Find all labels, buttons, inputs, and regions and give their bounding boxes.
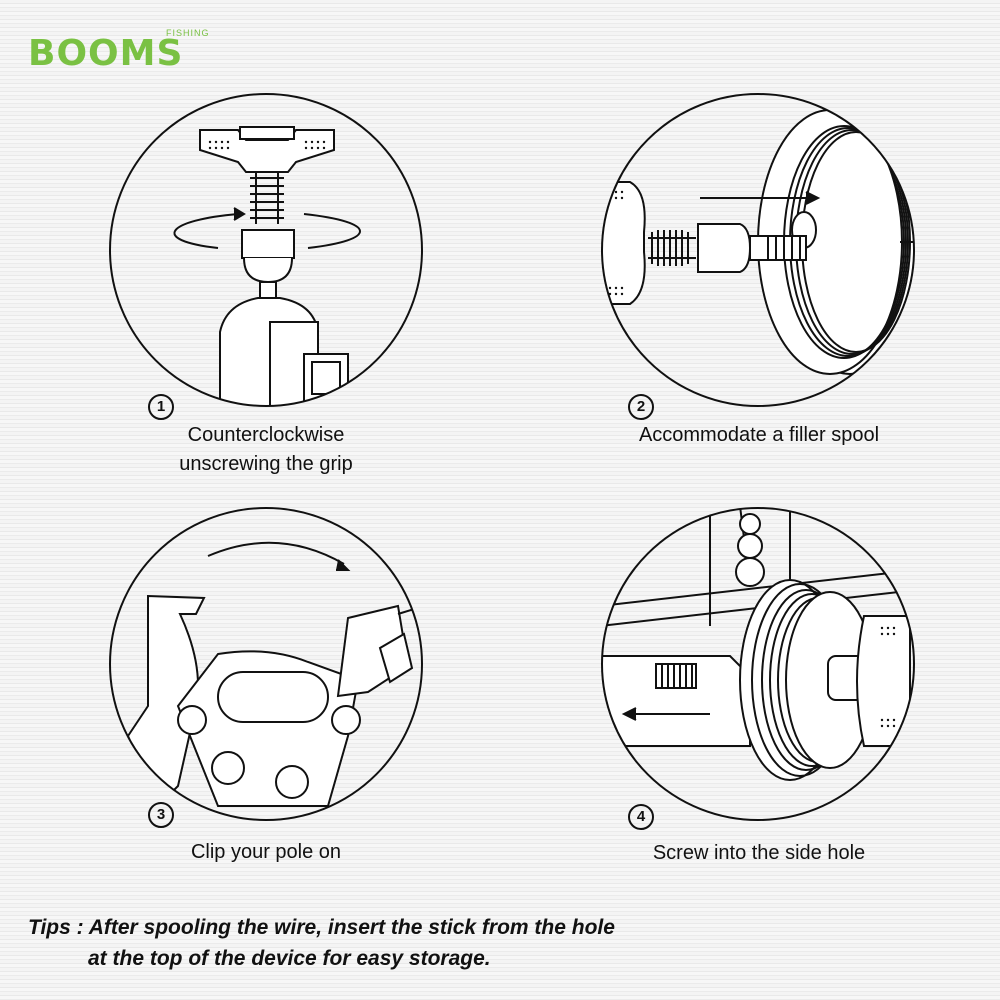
side-hole-screw-illustration (601, 507, 915, 821)
caption-line: Accommodate a filler spool (638, 424, 880, 446)
brand-name: BOOMS (28, 33, 184, 74)
tips-label: Tips : (28, 916, 84, 939)
step-3: 3 Clip your pole on (108, 506, 468, 896)
caption-line: Screw into the side hole (652, 842, 866, 864)
step-number: 2 (628, 394, 654, 420)
pole-clip-illustration (109, 507, 423, 821)
caption-line: Counterclockwise (187, 424, 345, 446)
step-number: 1 (148, 394, 174, 420)
tips-text-1: After spooling the wire, insert the stic… (88, 916, 615, 939)
brand-tagline: FISHING (166, 28, 210, 38)
tips-line-1: Tips : After spooling the wire, insert t… (28, 912, 968, 943)
step-number: 4 (628, 804, 654, 830)
filler-spool-illustration (601, 93, 915, 407)
grip-unscrew-illustration (109, 93, 423, 407)
step-2: 2 Accommodate a filler spool (600, 92, 960, 482)
step-caption: Accommodate a filler spool (594, 421, 924, 450)
step-1: 1 Counterclockwise unscrewing the grip (108, 92, 468, 482)
step-caption: Counterclockwise unscrewing the grip (108, 421, 424, 479)
step-caption: Screw into the side hole (594, 839, 924, 868)
tips-text-2: at the top of the device for easy storag… (88, 947, 491, 970)
tips-section: Tips : After spooling the wire, insert t… (28, 912, 968, 974)
brand-logo: FISHING BOOMS (28, 28, 210, 76)
step-4: 4 Screw into the side hole (600, 506, 960, 896)
caption-line: unscrewing the grip (179, 453, 353, 475)
step-number: 3 (148, 802, 174, 828)
caption-line: Clip your pole on (190, 841, 342, 863)
step-caption: Clip your pole on (108, 838, 424, 867)
